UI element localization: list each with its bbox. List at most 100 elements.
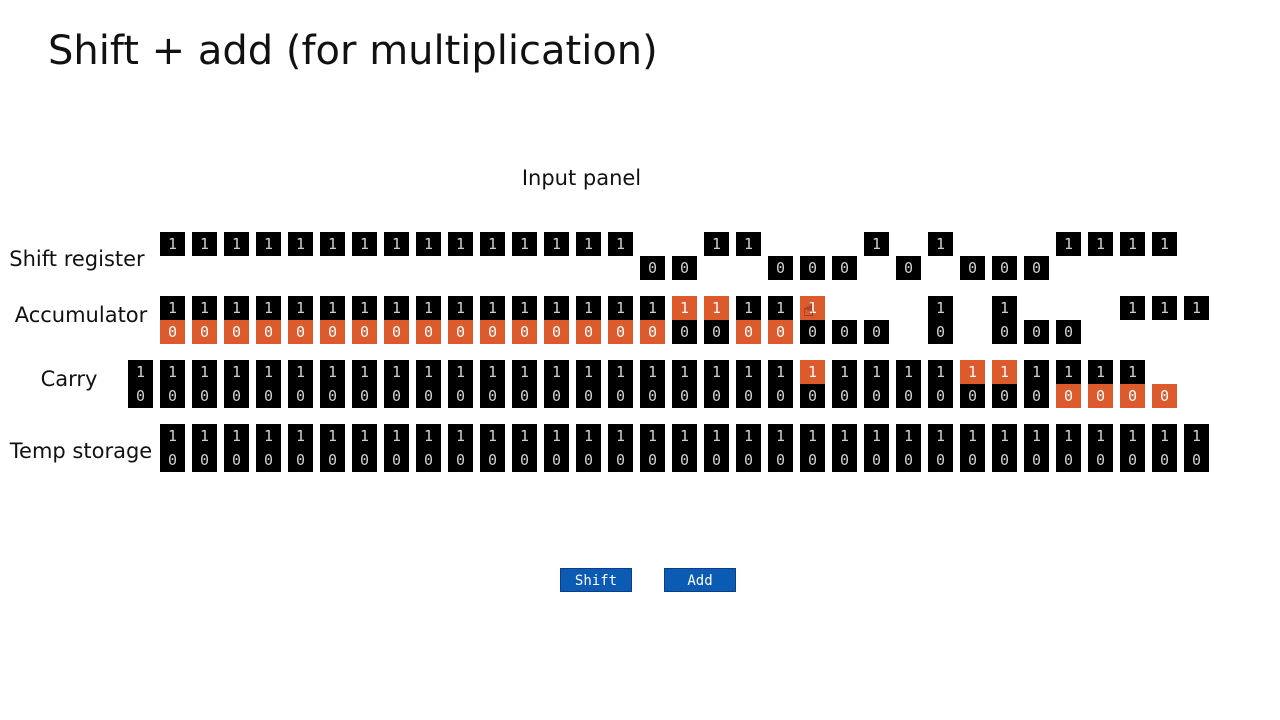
- shift-register-bit[interactable]: 1: [160, 232, 185, 256]
- accumulator-bit[interactable]: 1: [384, 296, 409, 320]
- accumulator-bit[interactable]: 1: [448, 296, 473, 320]
- shift-register-bit[interactable]: 1: [416, 232, 441, 256]
- accumulator-bit[interactable]: 1: [576, 296, 601, 320]
- carry-bit[interactable]: 0: [1152, 384, 1177, 408]
- accumulator-bit[interactable]: 0: [768, 320, 793, 344]
- shift-register-bit[interactable]: 0: [896, 256, 921, 280]
- accumulator-bit[interactable]: 1: [640, 296, 665, 320]
- accumulator-bit[interactable]: 0: [992, 320, 1017, 344]
- accumulator-bit[interactable]: 0: [544, 320, 569, 344]
- accumulator-bit[interactable]: 0: [608, 320, 633, 344]
- accumulator-bit[interactable]: 0: [512, 320, 537, 344]
- accumulator-bit[interactable]: 1: [768, 296, 793, 320]
- accumulator-bit[interactable]: 1: [224, 296, 249, 320]
- shift-register-bit[interactable]: 1: [928, 232, 953, 256]
- accumulator-bit[interactable]: 1: [672, 296, 697, 320]
- accumulator-bit[interactable]: 1: [1152, 296, 1177, 320]
- accumulator-bit[interactable]: 0: [736, 320, 761, 344]
- accumulator-bit[interactable]: 0: [928, 320, 953, 344]
- shift-register-bit[interactable]: 1: [288, 232, 313, 256]
- shift-register-bit[interactable]: 0: [832, 256, 857, 280]
- add-button[interactable]: Add: [664, 568, 736, 592]
- accumulator-bit[interactable]: 0: [576, 320, 601, 344]
- accumulator-bit[interactable]: 1: [480, 296, 505, 320]
- shift-register-bit[interactable]: 0: [1024, 256, 1049, 280]
- accumulator-bit[interactable]: 0: [160, 320, 185, 344]
- accumulator-bit[interactable]: 0: [224, 320, 249, 344]
- shift-register-bit[interactable]: 1: [512, 232, 537, 256]
- shift-register-bit[interactable]: 0: [960, 256, 985, 280]
- shift-register-bit[interactable]: 1: [1152, 232, 1177, 256]
- accumulator-bit[interactable]: 0: [672, 320, 697, 344]
- shift-register-bit[interactable]: 1: [1088, 232, 1113, 256]
- accumulator-bit[interactable]: 0: [352, 320, 377, 344]
- accumulator-bit[interactable]: 0: [1056, 320, 1081, 344]
- shift-register-bit[interactable]: 0: [640, 256, 665, 280]
- accumulator-bit[interactable]: 1: [256, 296, 281, 320]
- accumulator-bit[interactable]: 0: [832, 320, 857, 344]
- accumulator-bit[interactable]: 1: [288, 296, 313, 320]
- shift-register-bit[interactable]: 0: [768, 256, 793, 280]
- accumulator-bit[interactable]: 1: [736, 296, 761, 320]
- accumulator-bit[interactable]: 1: [992, 296, 1017, 320]
- accumulator-bit[interactable]: 0: [288, 320, 313, 344]
- accumulator-bit[interactable]: 0: [800, 320, 825, 344]
- shift-register-bit[interactable]: 0: [800, 256, 825, 280]
- shift-register-bit[interactable]: 1: [192, 232, 217, 256]
- accumulator-bit[interactable]: 1: [800, 296, 825, 320]
- accumulator-bit[interactable]: 1: [1120, 296, 1145, 320]
- shift-register-bit[interactable]: 0: [992, 256, 1017, 280]
- accumulator-bit[interactable]: 1: [160, 296, 185, 320]
- accumulator-bit[interactable]: 1: [320, 296, 345, 320]
- shift-register-bit[interactable]: 1: [352, 232, 377, 256]
- accumulator-bit[interactable]: 1: [416, 296, 441, 320]
- shift-register-bit[interactable]: 1: [736, 232, 761, 256]
- accumulator-bit[interactable]: 1: [192, 296, 217, 320]
- accumulator-bit[interactable]: 1: [512, 296, 537, 320]
- accumulator-bit[interactable]: 0: [256, 320, 281, 344]
- accumulator-bit[interactable]: 0: [416, 320, 441, 344]
- accumulator-bit[interactable]: 0: [192, 320, 217, 344]
